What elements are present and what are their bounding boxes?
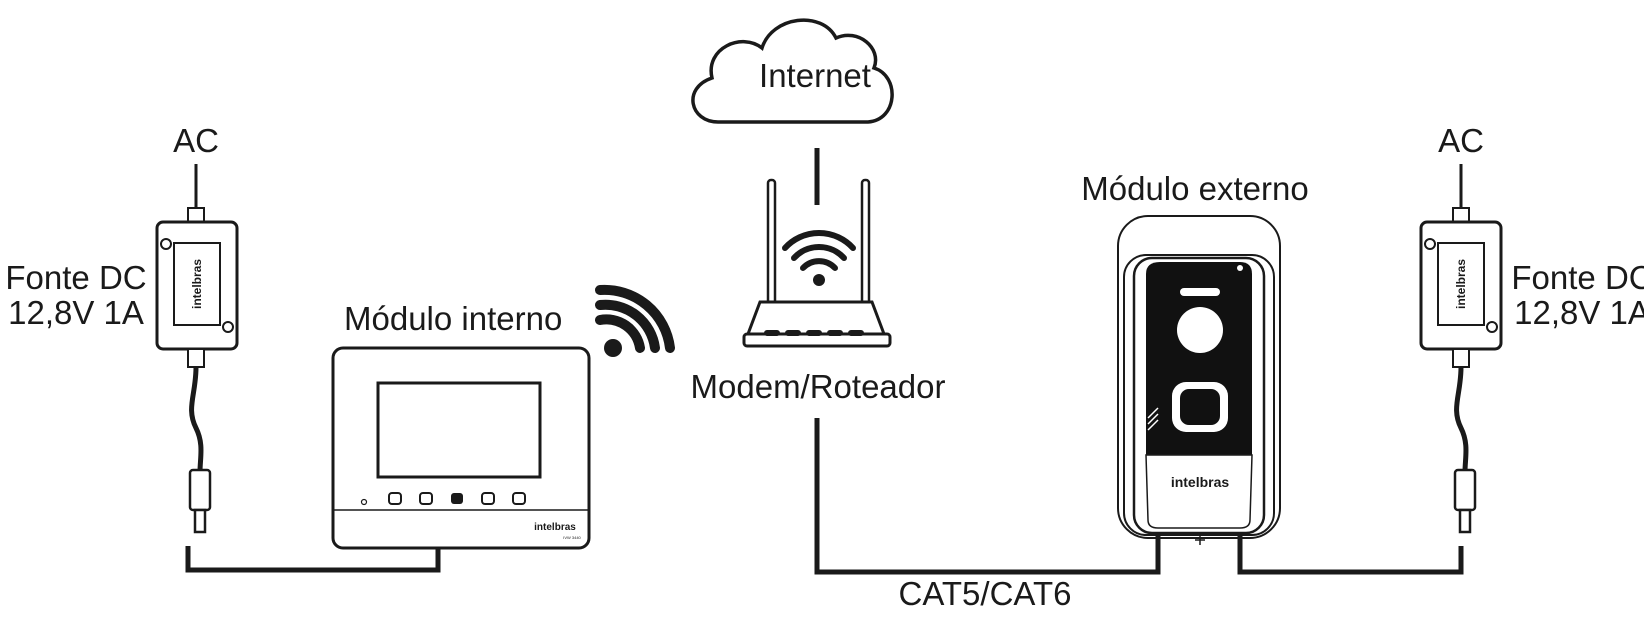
psu-left-cable bbox=[189, 366, 204, 473]
psu-left-label-line1: Fonte DC bbox=[5, 259, 146, 296]
monitor-model-text: IVW 3440 bbox=[563, 535, 581, 540]
ac-left-label: AC bbox=[173, 122, 219, 159]
left-psu-to-monitor-cable bbox=[185, 546, 441, 573]
power-supply-icon-left bbox=[155, 207, 239, 368]
psu-right-label-line1: Fonte DC bbox=[1511, 259, 1644, 296]
right-psu-to-door-station-cable bbox=[1237, 536, 1464, 575]
psu-left-brand-text: intelbras bbox=[190, 259, 204, 309]
psu-left-label-line2: 12,8V 1A bbox=[8, 294, 144, 331]
cloud-icon bbox=[691, 18, 894, 124]
router-label: Modem/Roteador bbox=[691, 368, 946, 405]
psu-right-cable bbox=[1454, 366, 1469, 473]
dc-plug-icon-left bbox=[188, 468, 212, 534]
cable-label: CAT5/CAT6 bbox=[899, 575, 1072, 612]
monitor-icon bbox=[331, 346, 591, 550]
psu-right-brand-text: intelbras bbox=[1454, 259, 1468, 309]
psu-right-label-line2: 12,8V 1A bbox=[1514, 294, 1644, 331]
internal-module-label: Módulo interno bbox=[344, 300, 562, 337]
wifi-icon bbox=[595, 284, 675, 357]
router-icon bbox=[742, 178, 892, 348]
external-module-label: Módulo externo bbox=[1081, 170, 1308, 207]
router-to-door-station-cable bbox=[814, 418, 1161, 575]
door-station-brand-text: intelbras bbox=[1171, 474, 1230, 490]
power-supply-icon-right bbox=[1419, 207, 1503, 368]
dc-plug-icon-right bbox=[1453, 468, 1477, 534]
ac-right-label: AC bbox=[1438, 122, 1484, 159]
monitor-brand-text: intelbras bbox=[534, 522, 576, 533]
door-station-icon bbox=[1117, 215, 1281, 545]
router-wifi-icon bbox=[782, 229, 856, 286]
internet-label: Internet bbox=[759, 57, 871, 94]
